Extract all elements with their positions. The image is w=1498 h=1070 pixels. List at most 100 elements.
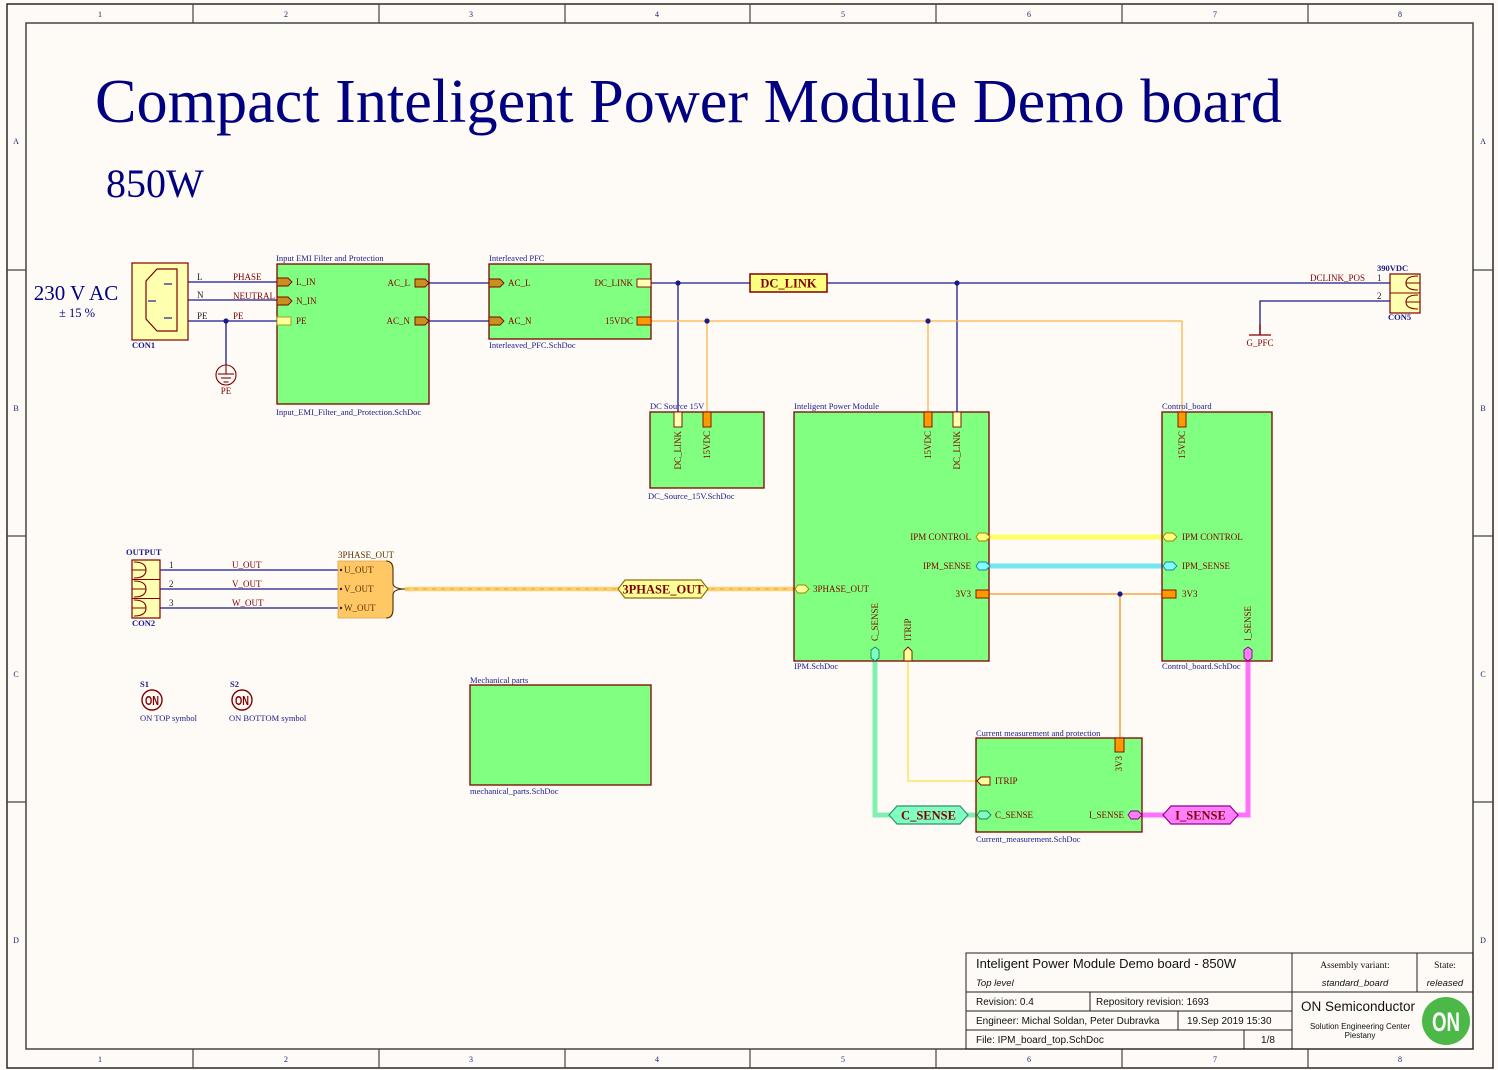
port-3v3 [975,589,990,599]
sheet-symbol-control-board[interactable]: Control_board Control_board.SchDoc 15VDC… [1161,401,1273,671]
con1-body[interactable] [131,262,189,341]
zone-col-label: 5 [841,1055,845,1064]
socket-contact-icon [132,561,147,579]
port-itrip [976,776,991,786]
block-file: Control_board.SchDoc [1162,661,1241,671]
wire-con5-pin2 [1259,300,1390,334]
zone-row-label: D [1480,936,1486,945]
tb-state-label: State: [1434,961,1456,971]
port-label: L_IN [296,277,316,287]
tb-assembly-value: standard_board [1322,978,1389,989]
socket-contact-icon [132,599,147,617]
connector-con5[interactable]: 390VDC 1 2 CON5 [1377,263,1421,322]
port-15vdc [923,411,933,428]
junction-dot [675,280,681,286]
sheet-symbol-ipm[interactable]: Inteligent Power Module IPM.SchDoc 15VDC… [793,401,991,671]
net-label-i-sense: I_SENSE [1162,805,1239,825]
port-dc-link [636,278,652,288]
on-logo-icon [231,689,253,711]
block-title: DC Source 15V [650,401,705,411]
port-3v3 [1161,589,1177,599]
zone-col-label: 6 [1027,1055,1031,1064]
port-ipm-sense [975,561,991,571]
port-label: 15VDC [702,431,712,459]
zone-col-label: 7 [1213,1055,1217,1064]
port-label: AC_N [386,316,410,326]
zone-col-label: 2 [284,10,288,19]
port-i-sense [1127,810,1143,820]
title-block: Inteligent Power Module Demo board - 850… [965,952,1474,1050]
ground-label: G_PFC [1246,338,1273,348]
zone-row-label: A [13,137,19,146]
sheet-symbol-current-measurement[interactable]: Current measurement and protection Curre… [975,728,1143,844]
block-body[interactable] [469,684,652,786]
ground-symbol-g-pfc: G_PFC [1246,324,1274,348]
net-label-box [888,805,969,825]
zone-col-label: 1 [98,1055,102,1064]
zone-col-label: 8 [1398,10,1402,19]
port-label: ITRIP [995,776,1018,786]
block-body[interactable] [488,263,652,340]
port-label: 3V3 [956,589,972,599]
port-c-sense [870,646,880,662]
net-label-text: I_SENSE [1175,809,1226,823]
con1-pin-label: N [197,290,204,300]
port-label: 3PHASE_OUT [813,584,870,594]
port-ac-l [488,278,505,288]
port-label: IPM CONTROL [910,532,971,542]
harness-entry-dot [339,587,343,591]
zone-col-label: 2 [284,1055,288,1064]
iec-inlet-icon [145,268,178,332]
tb-department: Solution Engineering Center [1310,1022,1410,1031]
con2-pin-label: 1 [169,560,174,570]
port-ipm-control [975,532,991,542]
tb-state-value: released [1427,978,1464,989]
connector-con1[interactable]: CON1 L N PE [131,262,208,350]
con5-value: 390VDC [1377,263,1408,273]
port-c-sense [976,810,992,820]
port-label: IPM_SENSE [923,561,972,571]
port-label: 15VDC [605,316,633,326]
sheet-symbol-mechanical-parts[interactable]: Mechanical parts mechanical_parts.SchDoc [469,675,652,796]
on-logo-icon [141,689,163,711]
port-ac-n [414,316,430,326]
block-file: Interleaved_PFC.SchDoc [489,340,576,350]
input-voltage-label: 230 V AC [34,281,118,305]
socket-contact-icon [1405,294,1420,310]
port-15vdc [636,316,652,326]
sheet-symbol-dc-source[interactable]: DC Source 15V DC_Source_15V.SchDoc DC_LI… [648,401,765,501]
port-ipm-sense [1162,561,1178,571]
junction-dot [1117,591,1123,597]
logo-symbol-s1[interactable]: S1 ON ON TOP symbol [140,679,198,723]
tb-assembly-label: Assembly variant: [1320,961,1389,971]
port-label: AC_L [388,278,411,288]
on-semi-logo-text: ON [1432,1007,1460,1037]
con5-designator: CON5 [1388,312,1411,322]
net-label-c-sense: C_SENSE [888,805,969,825]
zone-col-label: 5 [841,10,845,19]
tb-engineer: Engineer: Michal Soldan, Peter Dubravka [976,1016,1160,1027]
zone-row-label: C [13,670,18,679]
net-label-3phase-out: 3PHASE_OUT [617,579,709,599]
tb-location: Piestany [1345,1031,1376,1040]
block-body[interactable] [793,411,990,662]
port-i-sense [1243,646,1253,662]
connector-con2[interactable]: OUTPUT 1 2 3 CON2 [126,547,174,628]
block-body[interactable] [1161,411,1273,662]
block-body[interactable] [276,263,430,405]
port-label: ITRIP [903,619,913,642]
sheet-symbol-emi-filter[interactable]: Input EMI Filter and Protection Input_EM… [276,253,430,417]
harness-connector-3phase-out[interactable]: 3PHASE_OUT U_OUT V_OUT W_OUT [337,550,406,619]
logo-symbol-s2[interactable]: S2 ON ON BOTTOM symbol [229,679,307,723]
block-title: Mechanical parts [470,675,528,685]
block-body[interactable] [975,737,1143,833]
zone-col-label: 1 [98,10,102,19]
con2-pin-label: 3 [169,598,174,608]
port-label: DC_LINK [952,431,962,470]
con1-designator: CON1 [132,340,155,350]
zone-col-label: 8 [1398,1055,1402,1064]
sheet-symbol-interleaved-pfc[interactable]: Interleaved PFC Interleaved_PFC.SchDoc A… [488,253,652,350]
harness-entry-dot [339,568,343,572]
